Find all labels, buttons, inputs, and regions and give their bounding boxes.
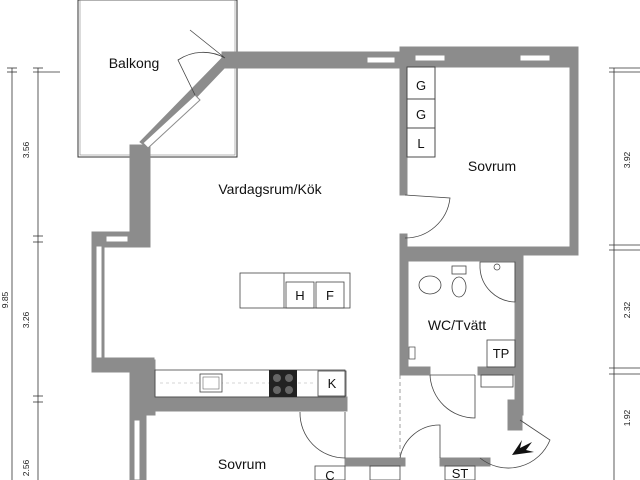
dimension-label-left-3: 2.56 xyxy=(21,459,31,476)
balcony xyxy=(77,0,238,158)
fixture-label-g2: G xyxy=(416,107,426,122)
dimension-label-right-1: 3.92 xyxy=(622,151,632,168)
doors xyxy=(177,29,551,469)
walls xyxy=(91,46,579,480)
fixture-label-f: F xyxy=(326,288,334,303)
dimension-label-left-2: 3.26 xyxy=(21,311,31,328)
fixture-label-l: L xyxy=(417,136,424,151)
room-label-sovrum-upper: Sovrum xyxy=(468,158,516,174)
room-label-sovrum-lower: Sovrum xyxy=(218,456,266,472)
dimension-lines xyxy=(7,67,640,480)
fixture-label-tp: TP xyxy=(493,346,510,361)
dimension-label-left-1: 3.56 xyxy=(21,141,31,158)
room-label-balkong: Balkong xyxy=(109,55,160,71)
dimension-label-right-2: 2.32 xyxy=(622,301,632,318)
entrance-arrow-icon xyxy=(512,440,534,455)
windows xyxy=(95,54,551,480)
fixtures xyxy=(154,66,516,480)
room-label-vardagsrum: Vardagsrum/Kök xyxy=(218,181,322,197)
fixture-label-g1: G xyxy=(416,78,426,93)
room-label-wc: WC/Tvätt xyxy=(428,317,486,333)
fixture-label-k: K xyxy=(328,376,337,391)
dimension-label-left-total: 9.85 xyxy=(0,291,10,308)
fixture-label-h: H xyxy=(295,288,304,303)
dimension-label-right-3: 1.92 xyxy=(622,409,632,426)
fixture-label-partial: C xyxy=(325,468,334,480)
fixture-label-st: ST xyxy=(452,466,469,480)
